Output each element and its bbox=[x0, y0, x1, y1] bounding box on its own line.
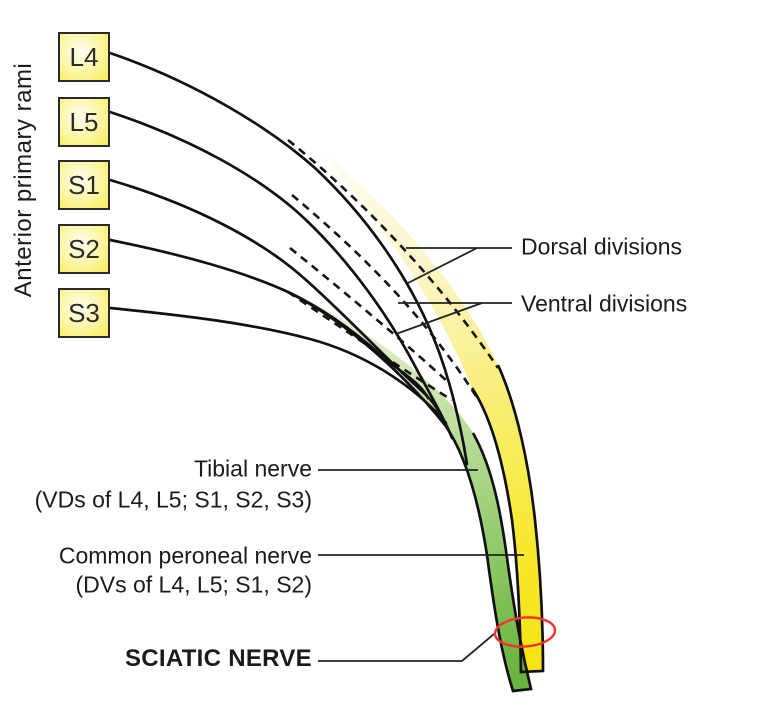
ventral-division-line-s3 bbox=[108, 306, 448, 425]
peroneal-nerve-sublabel: (DVs of L4, L5; S1, S2) bbox=[75, 571, 312, 598]
ramus-label-s3: S3 bbox=[68, 297, 100, 328]
tibial-band-outline bbox=[287, 290, 533, 693]
anterior-primary-rami-label: Anterior primary rami bbox=[10, 62, 37, 298]
ramus-box-s3: S3 bbox=[58, 288, 110, 338]
ramus-label-l4: L4 bbox=[69, 41, 99, 72]
ramus-box-l5: L5 bbox=[58, 97, 110, 147]
dorsal-divisions-label: Dorsal divisions bbox=[521, 233, 683, 260]
ramus-box-s1: S1 bbox=[58, 160, 110, 210]
ventral-division-line-s1 bbox=[108, 178, 442, 417]
ramus-box-l4: L4 bbox=[58, 32, 110, 82]
dorsal-division-line-s1 bbox=[289, 246, 449, 383]
ventral-division-line-l5 bbox=[108, 110, 454, 440]
ramus-label-s2: S2 bbox=[68, 233, 100, 264]
dorsal-division-line-l5 bbox=[291, 194, 478, 397]
sciatic-leader-line bbox=[318, 633, 495, 662]
ventral-division-line-s2 bbox=[108, 238, 430, 400]
ramus-label-l5: L5 bbox=[69, 106, 99, 137]
peroneal-nerve-label: Common peroneal nerve bbox=[58, 542, 312, 569]
dorsal-division-line-l4 bbox=[287, 138, 500, 369]
sciatic-highlight-ellipse bbox=[493, 616, 557, 648]
peroneal-band-outline bbox=[470, 364, 545, 674]
ventral-division-line-l4 bbox=[108, 51, 469, 466]
sciatic-nerve-label: SCIATIC NERVE bbox=[124, 645, 312, 672]
ramus-label-s1: S1 bbox=[68, 169, 100, 200]
tibial-nerve-label: Tibial nerve bbox=[193, 455, 312, 482]
dorsal-leader-line-2 bbox=[407, 247, 478, 284]
ramus-box-s2: S2 bbox=[58, 224, 110, 274]
tibial-nerve-sublabel: (VDs of L4, L5; S1, S2, S3) bbox=[34, 486, 312, 513]
ventral-leader-line-2 bbox=[395, 302, 483, 335]
ventral-divisions-label: Ventral divisions bbox=[521, 290, 688, 317]
